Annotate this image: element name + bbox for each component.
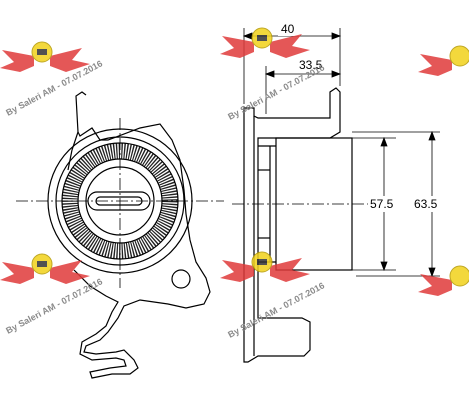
- dimension-lines: [242, 28, 440, 278]
- pivot-hole: [171, 269, 191, 289]
- dimension-labels: 40 33.5 57.5 63.5: [278, 22, 442, 212]
- dim-63-5-arrow-bottom: [428, 267, 436, 278]
- dim-40-arrow-right: [331, 32, 342, 40]
- front-view: [16, 91, 224, 379]
- dim-33-5-arrow-right: [331, 70, 342, 78]
- wing-left-icon: [220, 260, 254, 282]
- dim-57-5-arrow-bottom: [380, 261, 388, 272]
- wing-right-icon: [50, 48, 90, 72]
- dim-label-33-5: 33.5: [299, 58, 323, 72]
- watermark-top-left: [0, 41, 90, 72]
- watermark-text-bottom-left: By Saleri AM - 07.07.2016: [4, 276, 104, 335]
- dim-label-57-5: 57.5: [370, 197, 394, 211]
- wing-left-icon: [0, 262, 34, 284]
- wing-left-icon: [418, 274, 452, 296]
- watermark-top-right: [220, 27, 310, 58]
- wing-right-icon: [270, 34, 310, 58]
- wing-left-icon: [220, 36, 254, 58]
- badge-icon: [449, 45, 469, 67]
- wing-left-icon: [418, 54, 452, 76]
- dim-63-5-arrow-top: [428, 130, 436, 141]
- bearing-ring: [62, 143, 178, 259]
- watermark-text-bottom-right: By Saleri AM - 07.07.2016: [226, 280, 326, 339]
- dim-label-63-5: 63.5: [414, 197, 438, 211]
- badge-icon: [449, 265, 469, 287]
- watermark-edge-top-right: [418, 45, 469, 76]
- side-bracket-profile: [243, 87, 341, 363]
- bracket-outline: [73, 91, 211, 379]
- watermark-bottom-left: [0, 253, 90, 284]
- wing-right-icon: [270, 258, 310, 282]
- dim-40-arrow-left: [242, 32, 253, 40]
- wing-right-icon: [50, 260, 90, 284]
- dim-33-5-arrow-left: [264, 70, 275, 78]
- dim-label-40: 40: [281, 22, 295, 36]
- watermark-bottom-right: [220, 251, 310, 282]
- watermark-text-top-right: By Saleri AM - 07.07.2016: [226, 62, 326, 121]
- watermark-edge-bottom-right: [418, 265, 469, 296]
- bracket-arm-left: [67, 131, 79, 171]
- wing-left-icon: [0, 50, 34, 72]
- dim-57-5-arrow-top: [380, 136, 388, 147]
